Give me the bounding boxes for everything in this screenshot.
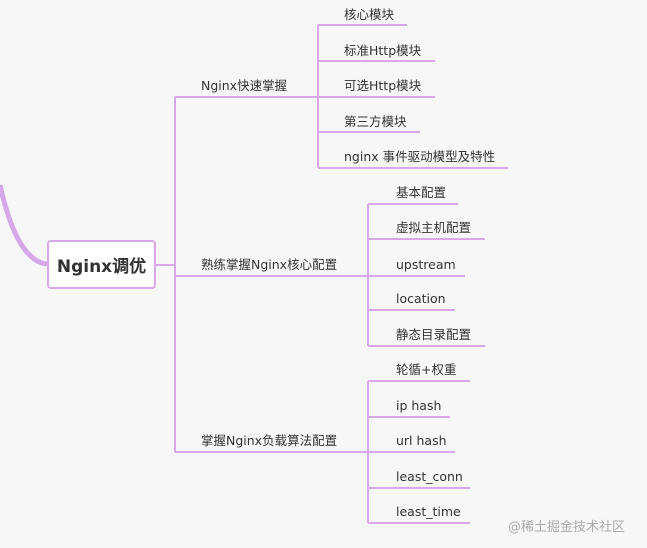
root-node[interactable]: Nginx调优: [47, 240, 156, 289]
node-event-driven[interactable]: nginx 事件驱动模型及特性: [344, 149, 496, 164]
node-standard-http[interactable]: 标准Http模块: [344, 43, 422, 58]
node-optional-http[interactable]: 可选Http模块: [344, 78, 422, 93]
branch-load-balance[interactable]: 掌握Nginx负载算法配置: [201, 433, 338, 448]
branch-core-config[interactable]: 熟练掌握Nginx核心配置: [201, 257, 338, 272]
node-url-hash[interactable]: url hash: [396, 433, 447, 448]
node-static-dir[interactable]: 静态目录配置: [396, 327, 472, 342]
node-round-robin[interactable]: 轮循+权重: [396, 362, 457, 377]
node-least-time[interactable]: least_time: [396, 504, 461, 519]
node-least-conn[interactable]: least_conn: [396, 469, 463, 484]
node-third-party[interactable]: 第三方模块: [344, 114, 407, 129]
node-core-module[interactable]: 核心模块: [344, 7, 395, 22]
node-upstream[interactable]: upstream: [396, 257, 456, 272]
watermark: @稀土掘金技术社区: [508, 520, 626, 535]
node-location[interactable]: location: [396, 291, 446, 306]
node-basic-config[interactable]: 基本配置: [396, 185, 447, 200]
branch-quick-master[interactable]: Nginx快速掌握: [201, 78, 288, 93]
node-ip-hash[interactable]: ip hash: [396, 398, 442, 413]
node-vhost-config[interactable]: 虚拟主机配置: [396, 220, 472, 235]
